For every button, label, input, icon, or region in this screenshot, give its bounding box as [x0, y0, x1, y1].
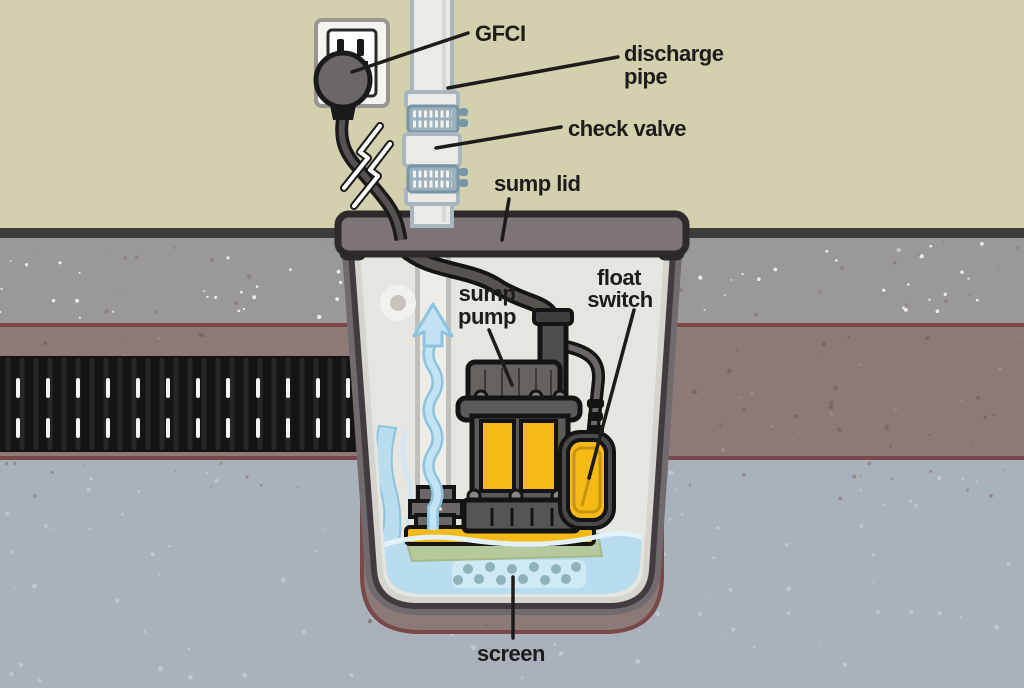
label-gfci: GFCI — [475, 21, 526, 46]
leader-lines — [350, 31, 636, 640]
labels: GFCI discharge pipe check valve sump lid… — [458, 21, 724, 666]
label-check-valve: check valve — [568, 116, 686, 141]
leader-check-valve — [434, 125, 563, 150]
leader-sump-pump — [487, 328, 514, 387]
label-screen: screen — [477, 641, 545, 666]
wall-background — [0, 0, 1024, 234]
label-discharge-line2: pipe — [624, 64, 667, 89]
label-sump-lid: sump lid — [494, 171, 580, 196]
leader-gfci — [350, 31, 470, 74]
label-sump-pump-line1: sump — [459, 281, 516, 306]
hose-clamp-lower — [406, 164, 468, 194]
waterline — [379, 530, 645, 549]
label-float-switch-line2: switch — [587, 287, 653, 312]
cord-break-symbol — [340, 122, 394, 210]
check-valve — [402, 90, 468, 206]
leader-discharge-pipe — [446, 55, 620, 90]
check-valve-body — [402, 132, 462, 168]
screen-panel — [452, 560, 586, 588]
sump-pump — [455, 308, 583, 534]
leader-float-switch — [587, 308, 636, 480]
label-float-switch-line1: float — [597, 265, 642, 290]
hose-clamp-upper — [406, 104, 468, 134]
float-switch — [558, 430, 616, 530]
label-discharge-line1: discharge — [624, 41, 724, 66]
flow-arrow-up — [412, 302, 454, 530]
drain-tile-pipe — [0, 356, 390, 452]
leader-sump-lid — [500, 197, 511, 242]
pump-window-right — [519, 419, 558, 493]
basin-knockout-hole — [380, 285, 416, 321]
float-switch-cable — [562, 339, 606, 443]
label-sump-pump-line2: pump — [458, 304, 516, 329]
pump-window-left — [479, 419, 516, 493]
